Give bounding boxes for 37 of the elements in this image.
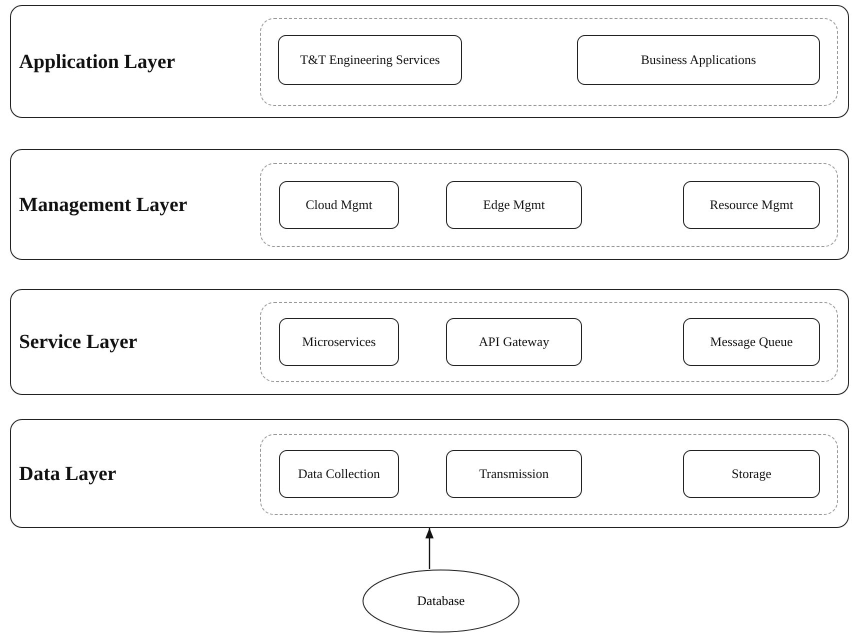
layer-title: Service Layer (19, 331, 138, 354)
component-label: Data Collection (298, 466, 380, 482)
layer-panel (10, 419, 849, 528)
component-box (279, 318, 399, 366)
component-label: Message Queue (710, 334, 793, 350)
component-box (683, 450, 820, 498)
component-label: Resource Mgmt (710, 197, 794, 213)
component-label: Edge Mgmt (483, 197, 545, 213)
layer-title: Application Layer (19, 50, 176, 74)
component-box (279, 181, 399, 229)
component-label: Cloud Mgmt (306, 197, 372, 213)
layer-title: Data Layer (19, 462, 116, 486)
component-box (278, 35, 462, 85)
database-ellipse (362, 569, 520, 633)
layer-title: Management Layer (19, 194, 188, 216)
component-label: API Gateway (478, 334, 550, 350)
component-box (577, 35, 820, 85)
component-box (446, 318, 582, 366)
dashed-group (260, 434, 838, 515)
component-box (446, 450, 582, 498)
arrow (425, 528, 434, 569)
component-label: Microservices (302, 334, 376, 350)
component-box (683, 181, 820, 229)
component-label: Transmission (479, 466, 549, 482)
layer-panel (10, 289, 849, 395)
dashed-group (260, 163, 838, 247)
component-box (279, 450, 399, 498)
dashed-group (260, 302, 838, 382)
layer-panel (10, 149, 849, 260)
dashed-group (260, 18, 838, 106)
component-label: Business Applications (640, 52, 756, 68)
component-box (446, 181, 582, 229)
component-label: Storage (732, 466, 772, 482)
component-label: Database (417, 593, 465, 609)
layer-panel (10, 5, 849, 118)
component-box (683, 318, 820, 366)
component-label: T&T Engineering Services (300, 52, 440, 68)
